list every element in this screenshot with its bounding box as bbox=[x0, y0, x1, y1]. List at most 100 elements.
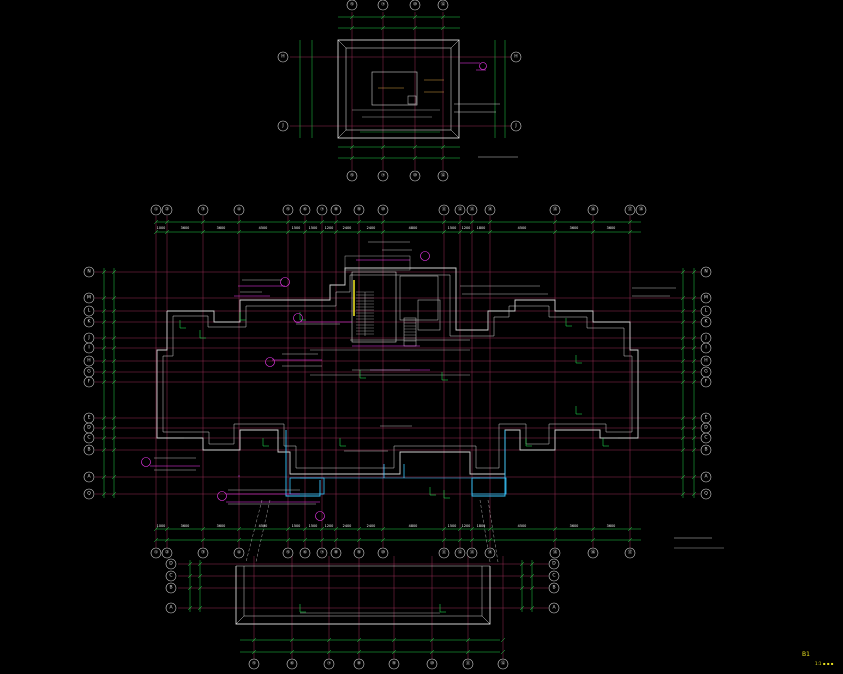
dim-tick bbox=[333, 229, 339, 235]
lower-col-bubble-bottom bbox=[323, 658, 335, 670]
dim-tick bbox=[302, 229, 308, 235]
dim-tick bbox=[691, 379, 697, 385]
dim-tick bbox=[197, 561, 203, 567]
main-row-bubble-left-label: I bbox=[88, 345, 89, 351]
dim-value: 3600 bbox=[181, 524, 190, 528]
dim-tick bbox=[101, 308, 107, 314]
dim-value: 4500 bbox=[518, 524, 527, 528]
lower-col-bubble-bottom-label: ⑨ bbox=[392, 661, 396, 667]
dim-tick bbox=[691, 345, 697, 351]
roof-corner bbox=[337, 129, 347, 139]
dim-value: 1000 bbox=[157, 226, 166, 230]
dim-tick bbox=[101, 269, 107, 275]
main-row-bubble-right-label: H bbox=[704, 358, 707, 364]
dim-value: 4500 bbox=[259, 524, 268, 528]
main-col-bubble-bottom bbox=[282, 547, 294, 559]
dim-tick bbox=[333, 526, 339, 532]
main-col-bubble-top bbox=[353, 204, 365, 216]
dim-tick bbox=[302, 526, 308, 532]
main-col-bubble-bottom-label: ⑧ bbox=[334, 550, 338, 556]
dim-tick bbox=[457, 537, 463, 543]
dim-tick bbox=[465, 649, 471, 655]
roof-corner bbox=[450, 129, 460, 139]
dim-value: 1000 bbox=[157, 524, 166, 528]
main-row-bubble-right-label: A bbox=[704, 474, 708, 480]
dim-tick bbox=[187, 573, 193, 579]
main-col-bubble-bottom-label: ② bbox=[165, 550, 169, 556]
dim-tick bbox=[519, 605, 525, 611]
main-row-bubble-right bbox=[700, 488, 712, 500]
dim-tick bbox=[285, 219, 291, 225]
dim-value: 4500 bbox=[259, 226, 268, 230]
main-row-bubble-right-label: F bbox=[705, 379, 708, 385]
roof-parapet-inner bbox=[345, 47, 452, 131]
dim-tick bbox=[289, 637, 295, 643]
main-col-bubble-top bbox=[316, 204, 328, 216]
dim-tick bbox=[356, 219, 362, 225]
dim-tick bbox=[285, 526, 291, 532]
dim-tick bbox=[101, 491, 107, 497]
dim-value: 3600 bbox=[570, 524, 579, 528]
lower-col-bubble-bottom-label: ⑤ bbox=[252, 661, 256, 667]
main-row-bubble-right-label: N bbox=[704, 269, 707, 275]
dim-tick bbox=[691, 435, 697, 441]
lower-row-bubble-left-label: B bbox=[169, 585, 172, 591]
main-col-bubble-bottom-label: ⑯ bbox=[591, 549, 596, 556]
main-row-bubble-left-label: Q bbox=[87, 491, 91, 497]
main-exterior-wall bbox=[156, 267, 639, 475]
main-col-bubble-bottom bbox=[316, 547, 328, 559]
dim-tick bbox=[487, 537, 493, 543]
dim-tick bbox=[197, 585, 203, 591]
dim-tick bbox=[680, 295, 686, 301]
main-row-bubble-left-label: N bbox=[87, 269, 90, 275]
roof-col-bubble-top-label: ⑩ bbox=[413, 2, 417, 8]
dim-tick bbox=[101, 335, 107, 341]
main-row-bubble-left-label: G bbox=[87, 369, 91, 375]
lower-row-bubble-left-label: D bbox=[169, 561, 173, 567]
dim-tick bbox=[187, 561, 193, 567]
main-col-bubble-top bbox=[197, 204, 209, 216]
dim-tick bbox=[236, 229, 242, 235]
lower-col-bubble-bottom bbox=[426, 658, 438, 670]
dim-value: 1800 bbox=[477, 226, 486, 230]
dim-tick bbox=[680, 435, 686, 441]
main-row-bubble-left-label: M bbox=[87, 295, 91, 301]
dim-tick bbox=[349, 14, 355, 20]
dim-value: 1200 bbox=[462, 524, 471, 528]
dim-tick bbox=[380, 219, 386, 225]
dim-tick bbox=[440, 155, 446, 161]
dim-value: 2400 bbox=[367, 226, 376, 230]
main-row-bubble-right-label: J bbox=[704, 335, 706, 341]
lower-col-bubble-bottom bbox=[248, 658, 260, 670]
dim-tick bbox=[680, 345, 686, 351]
main-row-bubble-left-label: K bbox=[88, 319, 92, 325]
ramp-line bbox=[245, 499, 263, 563]
main-row-bubble-right bbox=[700, 355, 712, 367]
dim-value: 1500 bbox=[292, 524, 301, 528]
main-col-bubble-top bbox=[587, 204, 599, 216]
dim-tick bbox=[380, 537, 386, 543]
dim-tick bbox=[691, 491, 697, 497]
dim-tick bbox=[153, 526, 159, 532]
main-col-bubble-bottom-label: ⑩ bbox=[381, 550, 385, 556]
dim-value: 1200 bbox=[325, 226, 334, 230]
main-row-bubble-left-label: D bbox=[87, 425, 91, 431]
main-col-bubble-top-label: ⑤ bbox=[286, 207, 290, 213]
ramp-line bbox=[487, 499, 499, 563]
dim-tick bbox=[101, 415, 107, 421]
lower-col-bubble-bottom bbox=[497, 658, 509, 670]
dim-value: 4500 bbox=[518, 226, 527, 230]
lower-col-bubble-bottom-label: ⑧ bbox=[357, 661, 361, 667]
dim-tick bbox=[691, 319, 697, 325]
main-row-bubble-left bbox=[83, 355, 95, 367]
main-col-bubble-top-label: ⑥ bbox=[303, 207, 307, 213]
main-row-bubble-right-label: E bbox=[705, 415, 708, 421]
dim-tick bbox=[529, 561, 535, 567]
roof-col-bubble-bottom-label: ⑫ bbox=[441, 172, 446, 179]
lower-row-bubble-right-label: C bbox=[552, 573, 555, 579]
dim-tick bbox=[519, 561, 525, 567]
main-col-bubble-bottom bbox=[161, 547, 173, 559]
dim-tick bbox=[101, 435, 107, 441]
roof-col-bubble-bottom-label: ⑩ bbox=[413, 173, 417, 179]
dim-tick bbox=[457, 219, 463, 225]
